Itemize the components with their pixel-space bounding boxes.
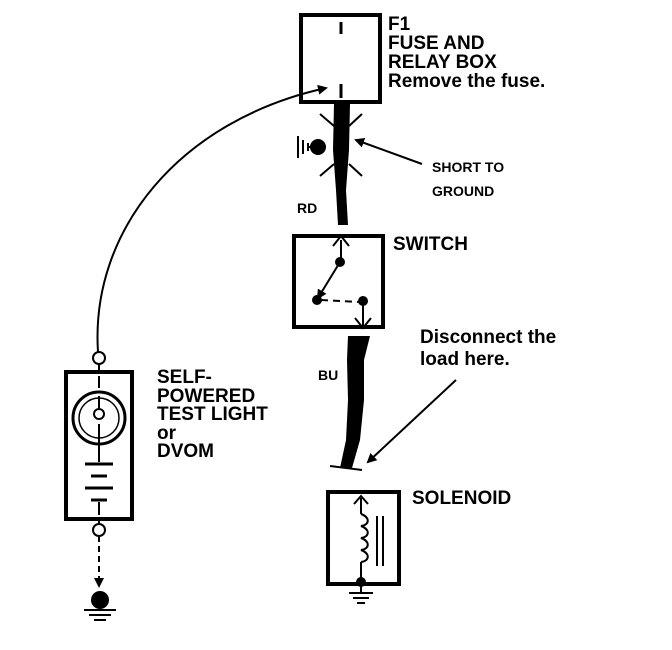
short-to-ground-line1: SHORT TO	[432, 159, 505, 175]
fuse-instruction: Remove the fuse.	[388, 71, 546, 92]
switch-blade	[316, 261, 341, 300]
short-pointer-arrow	[354, 138, 423, 165]
switch-box	[292, 234, 385, 329]
tester-top-terminal	[92, 351, 106, 365]
solenoid-ground-node	[356, 577, 366, 587]
tester-line3: TEST LIGHT	[157, 404, 268, 426]
wire-color-rd: RD	[297, 200, 318, 216]
wire-color-bu: BU	[318, 367, 339, 383]
switch-open-path	[320, 299, 360, 303]
ground-icon	[84, 591, 116, 621]
switch-output-arrow	[354, 317, 372, 330]
test-lead-wire	[96, 84, 328, 353]
chassis-ground-icon	[297, 136, 326, 158]
disconnect-note: Disconnect the load here.	[420, 327, 556, 371]
fuse-box-label: F1 FUSE AND RELAY BOX Remove the fuse.	[388, 15, 545, 91]
tester-line1: SELF-	[157, 367, 212, 388]
battery-icon	[85, 462, 113, 502]
short-spark	[348, 113, 363, 127]
tester-label: SELF- POWERED TEST LIGHT or DVOM	[157, 367, 268, 463]
wire-end-flare	[329, 465, 363, 471]
tester-line5: DVOM	[157, 441, 214, 463]
ground-icon	[349, 584, 373, 604]
short-to-ground-label: SHORT TO GROUND	[432, 156, 504, 204]
switch-input-arrow	[332, 234, 350, 247]
bulb-filament-icon	[93, 396, 106, 444]
short-spark	[319, 163, 335, 177]
fuse-title-line2: RELAY BOX	[388, 52, 497, 73]
disconnect-pointer-arrow	[366, 379, 457, 464]
fuse-code: F1	[388, 14, 411, 35]
short-to-ground-line2: GROUND	[432, 182, 495, 199]
switch-label: SWITCH	[393, 234, 468, 255]
solenoid-coil-icon	[360, 513, 369, 563]
disconnect-note-line2: load here.	[420, 348, 510, 370]
solenoid-label: SOLENOID	[412, 488, 512, 509]
switch-contact	[312, 295, 322, 305]
tester-line2: POWERED	[157, 385, 256, 407]
disconnect-note-line1: Disconnect the	[420, 327, 557, 348]
short-spark	[348, 163, 363, 177]
wire-bu	[340, 336, 370, 468]
tester-line4: or	[157, 422, 176, 444]
solenoid-input-arrow	[353, 494, 369, 505]
short-spark	[319, 113, 335, 127]
tester-bottom-terminal	[92, 523, 106, 537]
wire-rd	[333, 104, 350, 225]
fuse-title-line1: FUSE AND	[388, 33, 485, 54]
